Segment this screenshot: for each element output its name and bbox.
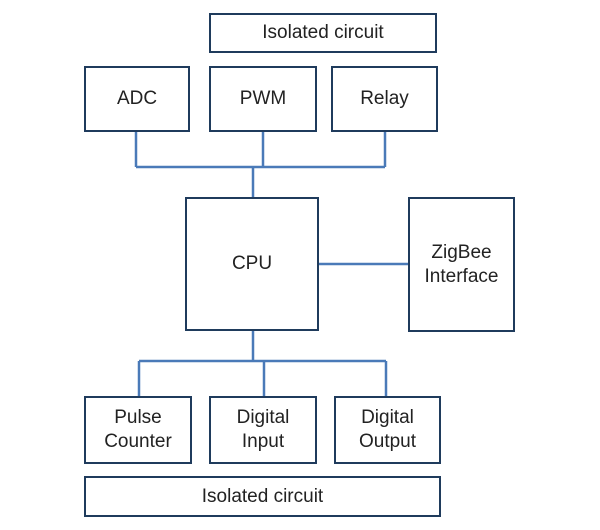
pulse-counter-box: Pulse Counter (84, 396, 192, 464)
top-isolated-circuit-label: Isolated circuit (262, 22, 384, 43)
adc-box: ADC (84, 66, 190, 132)
pulse-counter-label: Pulse Counter (104, 407, 172, 452)
cpu-box: CPU (185, 197, 319, 331)
zigbee-interface-box: ZigBee Interface (408, 197, 515, 332)
relay-box: Relay (331, 66, 438, 132)
digital-input-label: Digital Input (236, 407, 290, 452)
cpu-label: CPU (231, 253, 273, 274)
digital-output-box: Digital Output (334, 396, 441, 464)
top-isolated-circuit-box: Isolated circuit (209, 13, 437, 53)
zigbee-interface-label: ZigBee Interface (424, 241, 499, 287)
adc-label: ADC (116, 88, 158, 109)
bottom-isolated-circuit-label: Isolated circuit (201, 485, 324, 507)
digital-input-box: Digital Input (209, 396, 317, 464)
pwm-label: PWM (239, 88, 287, 109)
pwm-box: PWM (209, 66, 317, 132)
digital-output-label: Digital Output (358, 407, 417, 452)
bottom-isolated-circuit-box: Isolated circuit (84, 476, 441, 517)
relay-label: Relay (360, 88, 409, 109)
